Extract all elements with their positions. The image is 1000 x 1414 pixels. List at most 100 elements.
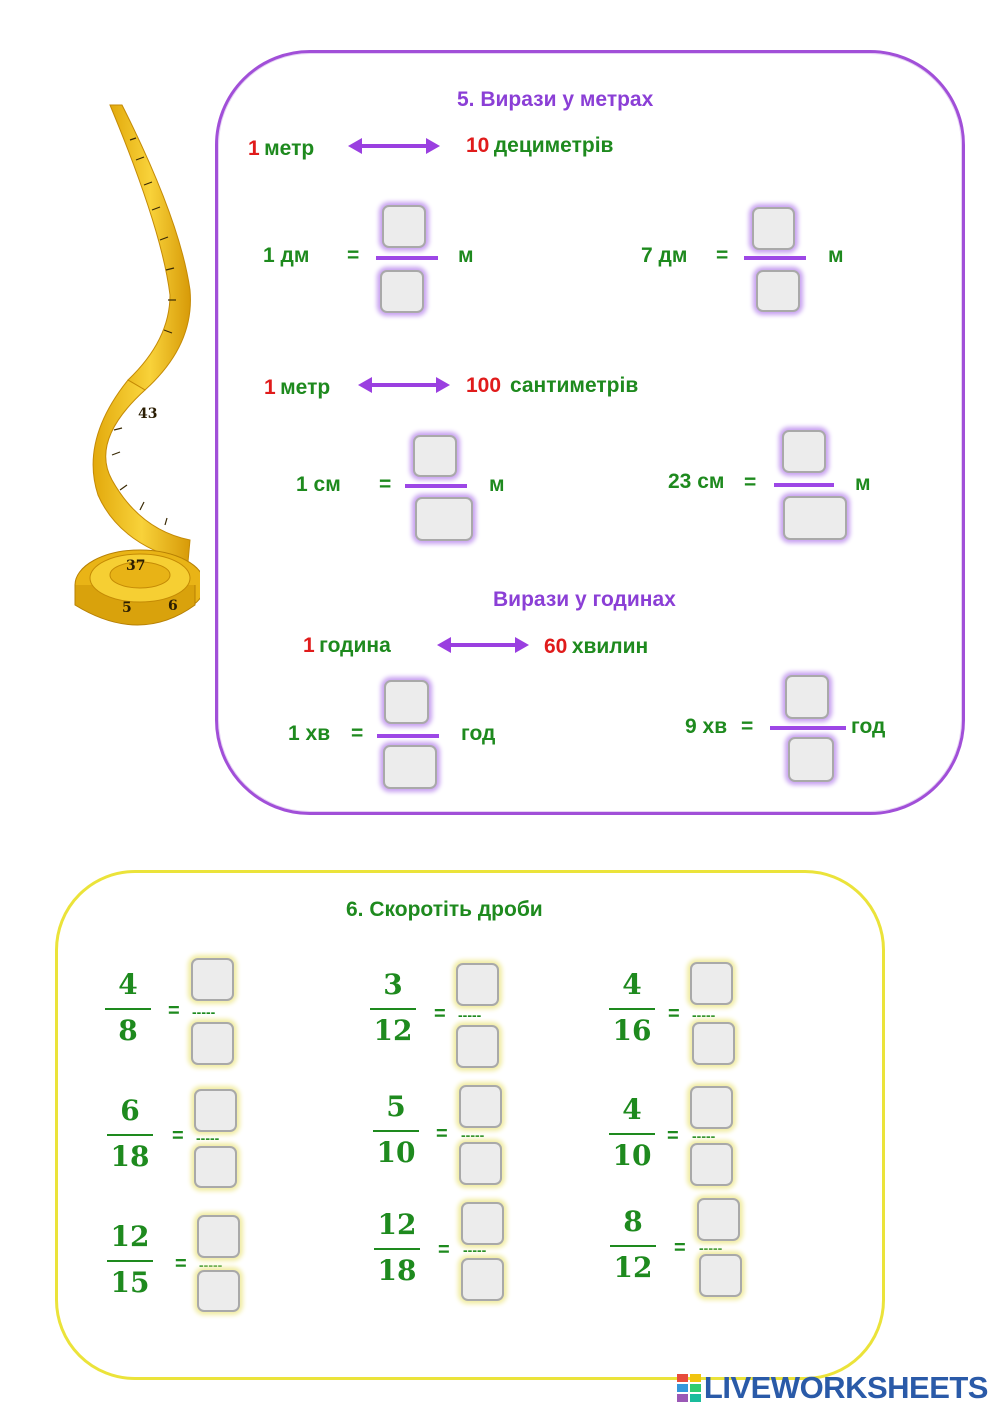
answer-9-numerator-input[interactable] bbox=[697, 1198, 740, 1241]
rel3-left-unit: година bbox=[319, 634, 391, 657]
answer-6-bar: ----- bbox=[692, 1128, 716, 1144]
section5-title: 5. Вирази у метрах bbox=[457, 88, 654, 111]
relation-right: 60 хвилин bbox=[544, 635, 648, 659]
rel1-right-unit: дециметрів bbox=[493, 134, 614, 157]
ex2-fraction-bar bbox=[744, 256, 806, 260]
ex4-fraction-bar bbox=[774, 483, 834, 487]
answer-6-numerator-input[interactable] bbox=[690, 1086, 733, 1129]
answer-8-denominator-input[interactable] bbox=[461, 1258, 504, 1301]
answer-1-bar: ----- bbox=[192, 1004, 216, 1020]
ex4-denominator-input[interactable] bbox=[783, 496, 847, 540]
answer-3-numerator-input[interactable] bbox=[690, 962, 733, 1005]
answer-1-denominator-input[interactable] bbox=[191, 1022, 234, 1065]
measuring-tape-image: 43 37 5 6 bbox=[74, 104, 200, 626]
equals-sign: = bbox=[172, 1125, 184, 1147]
answer-1-numerator-input[interactable] bbox=[191, 958, 234, 1001]
ex1-denominator-input[interactable] bbox=[380, 270, 424, 313]
answer-7-denominator-input[interactable] bbox=[197, 1270, 240, 1312]
double-arrow-icon bbox=[348, 138, 440, 154]
ex6-denominator-input[interactable] bbox=[788, 737, 834, 782]
ex5-fraction-bar bbox=[377, 734, 439, 738]
relation-meter-centimeter: 1 метр bbox=[264, 376, 330, 400]
ex4-numerator-input[interactable] bbox=[782, 430, 826, 473]
relation-hour-minutes: 1 година bbox=[303, 634, 391, 658]
relation-right: 10 дециметрів bbox=[466, 134, 613, 158]
answer-9-denominator-input[interactable] bbox=[699, 1254, 742, 1297]
equals-sign: = bbox=[168, 1000, 180, 1022]
ex4-unit: м bbox=[855, 472, 871, 495]
double-arrow-icon bbox=[358, 377, 450, 393]
ex6-unit: год bbox=[851, 715, 886, 738]
ex5-lhs: 1 хв bbox=[288, 722, 331, 745]
liveworksheets-logo: LIVEWORKSHEETS bbox=[676, 1370, 989, 1406]
ex1-eq: = bbox=[347, 244, 360, 267]
rel3-right-unit: хвилин bbox=[571, 635, 649, 658]
ex2-lhs: 7 дм bbox=[641, 244, 688, 267]
equals-sign: = bbox=[175, 1253, 187, 1275]
ex5-eq: = bbox=[351, 722, 364, 745]
ex2-eq: = bbox=[716, 244, 729, 267]
answer-7-numerator-input[interactable] bbox=[197, 1215, 240, 1258]
ex1-unit: м bbox=[458, 244, 474, 267]
ex3-fraction-bar bbox=[405, 484, 467, 488]
ex1-numerator-input[interactable] bbox=[382, 205, 426, 248]
relation-right: 100 сантиметрів bbox=[466, 374, 638, 398]
section6-title: 6. Скоротіть дроби bbox=[346, 898, 543, 921]
tape-mark-37: 37 bbox=[126, 558, 145, 574]
answer-4-numerator-input[interactable] bbox=[194, 1089, 237, 1132]
rel1-left-num: 1 bbox=[248, 137, 260, 160]
section5-panel bbox=[215, 50, 965, 815]
answer-3-bar: ----- bbox=[692, 1007, 716, 1023]
answer-9-bar: ----- bbox=[699, 1240, 723, 1256]
ex3-numerator-input[interactable] bbox=[413, 435, 457, 477]
ex3-denominator-input[interactable] bbox=[415, 497, 473, 541]
ex5-numerator-input[interactable] bbox=[384, 680, 429, 724]
ex2-numerator-input[interactable] bbox=[752, 207, 795, 250]
double-arrow-icon bbox=[437, 637, 529, 653]
section5-subtitle: Вирази у годинах bbox=[493, 588, 676, 611]
ex6-numerator-input[interactable] bbox=[785, 675, 829, 719]
ex5-denominator-input[interactable] bbox=[383, 745, 437, 789]
answer-5-bar: ----- bbox=[461, 1127, 485, 1143]
answer-4-bar: ----- bbox=[196, 1130, 220, 1146]
ex4-lhs: 23 см bbox=[668, 470, 725, 493]
answer-5-denominator-input[interactable] bbox=[459, 1142, 502, 1185]
tape-mark-43: 43 bbox=[138, 406, 157, 422]
ex3-lhs: 1 см bbox=[296, 473, 341, 496]
answer-8-numerator-input[interactable] bbox=[461, 1202, 504, 1245]
answer-7-bar: ----- bbox=[199, 1257, 223, 1273]
rel2-right-unit: сантиметрів bbox=[509, 374, 639, 397]
ex3-unit: м bbox=[489, 473, 505, 496]
tape-mark-6: 6 bbox=[168, 598, 178, 614]
ex6-fraction-bar bbox=[770, 726, 846, 730]
rel3-left-num: 1 bbox=[303, 634, 315, 657]
ex2-denominator-input[interactable] bbox=[756, 270, 800, 312]
answer-5-numerator-input[interactable] bbox=[459, 1085, 502, 1128]
equals-sign: = bbox=[674, 1237, 686, 1259]
rel3-right-num: 60 bbox=[544, 635, 568, 658]
equals-sign: = bbox=[668, 1003, 680, 1025]
equals-sign: = bbox=[436, 1123, 448, 1145]
ex1-fraction-bar bbox=[376, 256, 438, 260]
answer-2-bar: ----- bbox=[458, 1007, 482, 1023]
ex6-lhs: 9 хв bbox=[685, 715, 728, 738]
liveworksheets-logo-text: LIVEWORKSHEETS bbox=[703, 1370, 989, 1405]
section6-panel bbox=[55, 870, 885, 1380]
answer-6-denominator-input[interactable] bbox=[690, 1143, 733, 1186]
ex6-eq: = bbox=[741, 715, 754, 738]
answer-2-denominator-input[interactable] bbox=[456, 1025, 499, 1068]
answer-3-denominator-input[interactable] bbox=[692, 1022, 735, 1065]
equals-sign: = bbox=[438, 1239, 450, 1261]
rel2-left-num: 1 bbox=[264, 376, 276, 399]
answer-2-numerator-input[interactable] bbox=[456, 963, 499, 1006]
answer-4-denominator-input[interactable] bbox=[194, 1146, 237, 1188]
rel1-left-unit: метр bbox=[264, 137, 315, 160]
